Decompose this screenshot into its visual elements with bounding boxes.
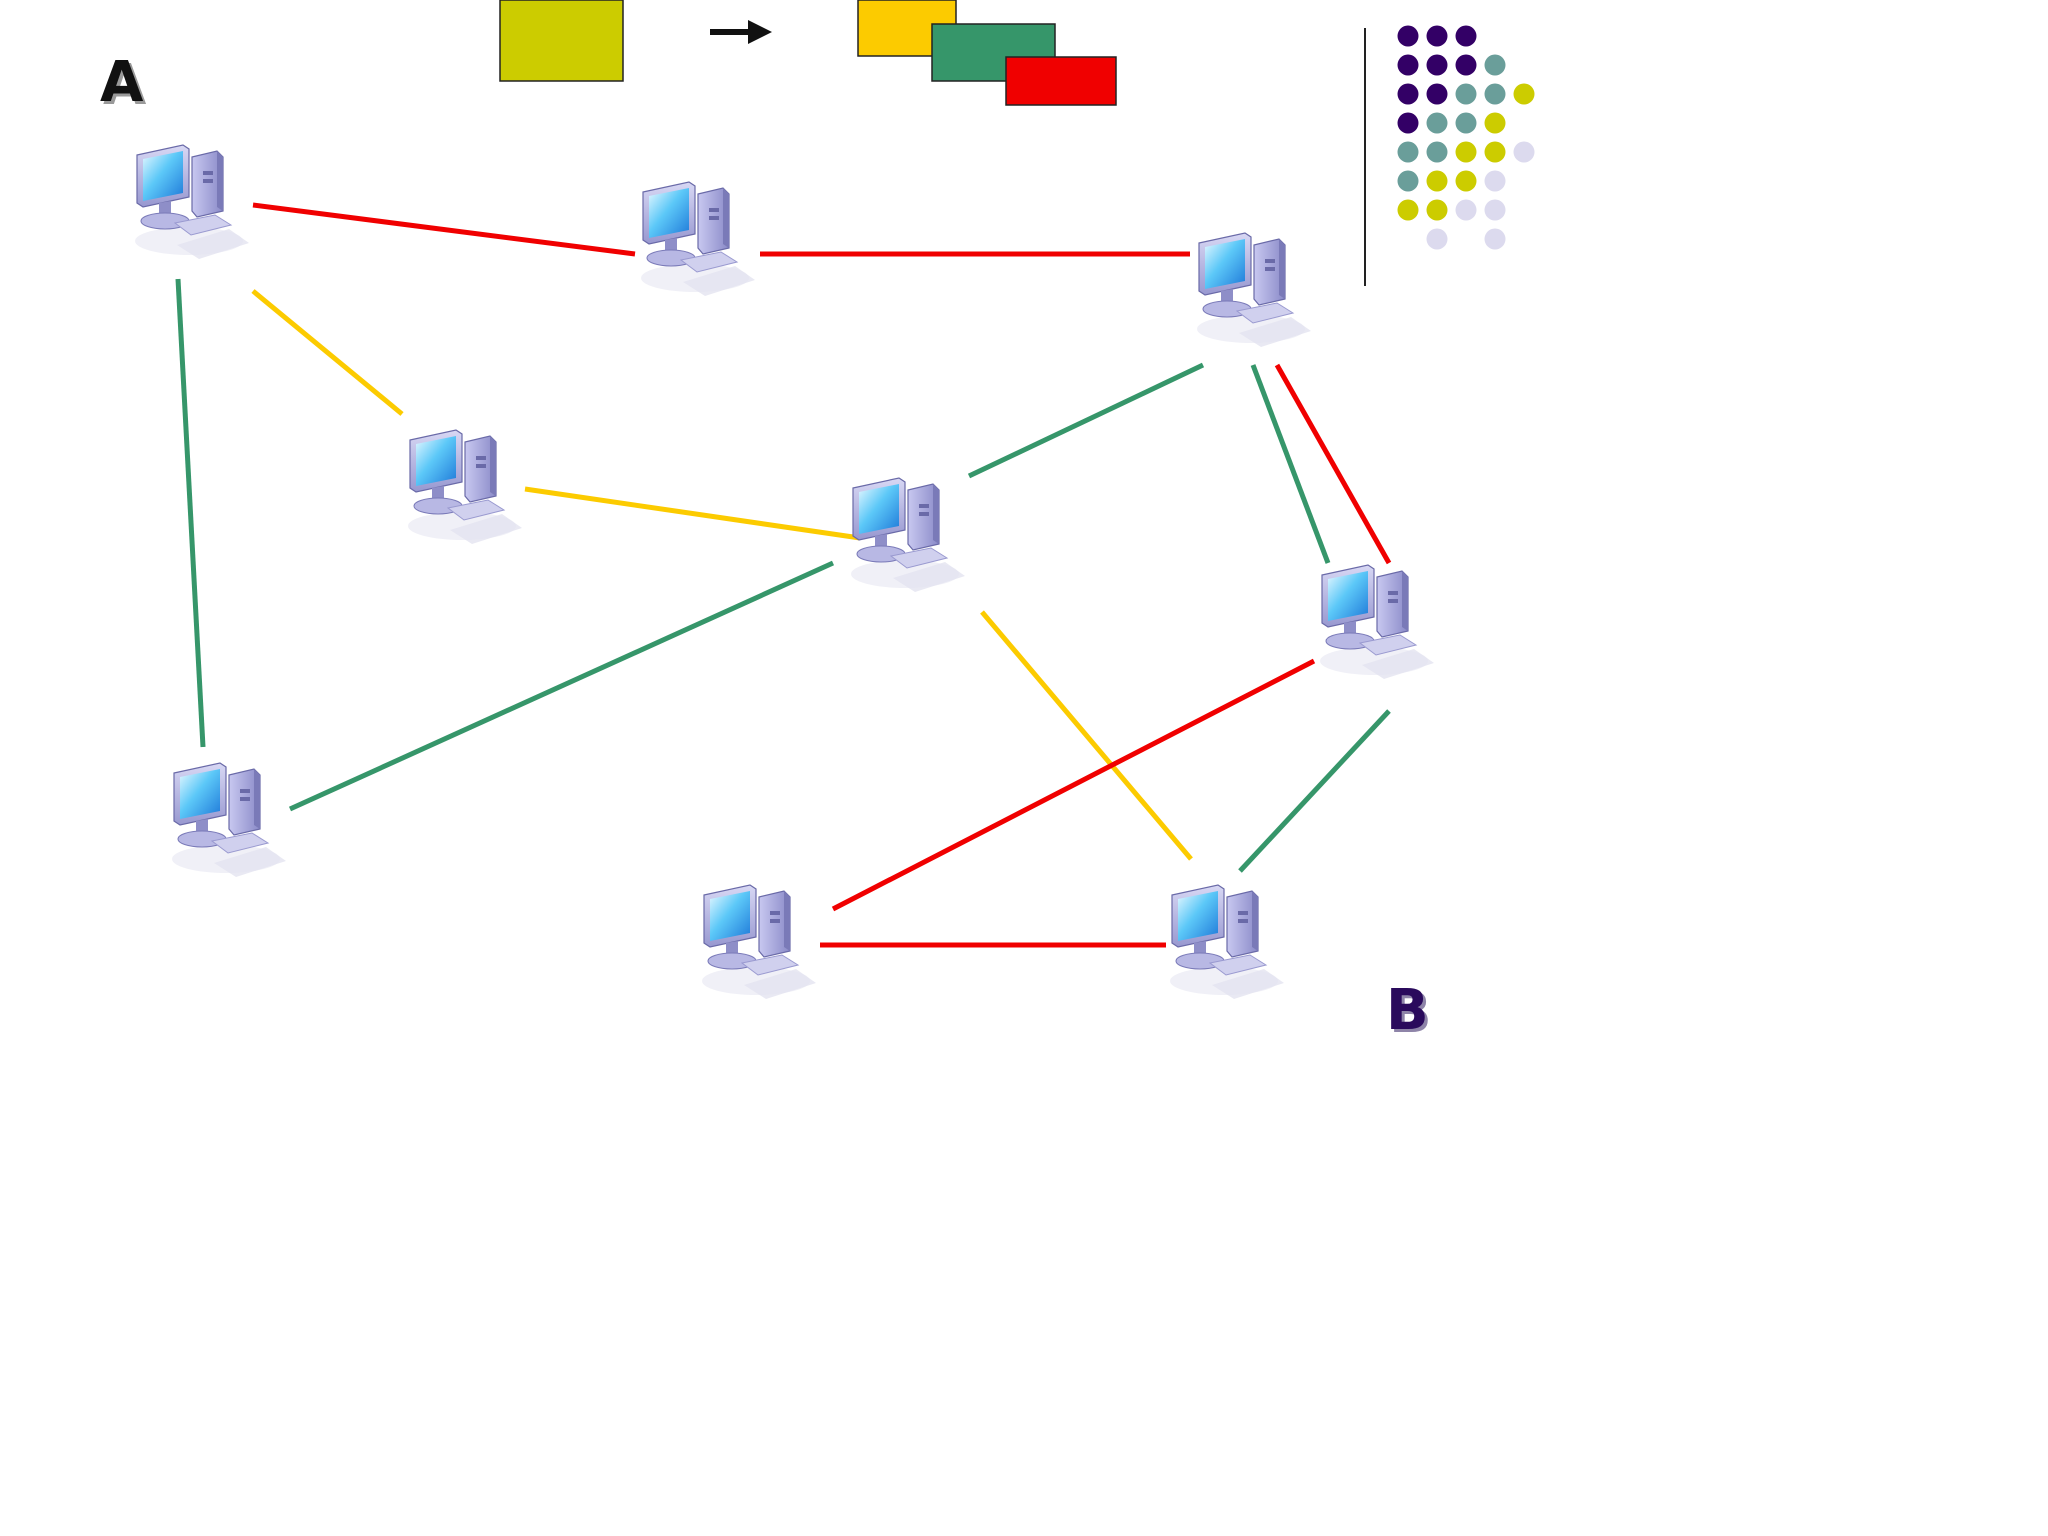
link-n5-B [980,610,1193,861]
network-links [175,202,1392,948]
grid-dot [1484,199,1506,221]
desktop-computer-icon[interactable] [640,181,756,297]
link-n6-B [1238,709,1391,873]
desktop-computer-icon[interactable] [407,429,523,545]
right-arrow-icon [710,20,772,44]
grid-dot [1484,228,1506,250]
grid-dot [1513,141,1535,163]
grid-dot [1426,199,1448,221]
grid-dot [1455,199,1477,221]
grid-dot [1455,112,1477,134]
grid-dot [1426,54,1448,76]
grid-dot [1484,170,1506,192]
grid-dot [1426,228,1448,250]
grid-dot [1426,141,1448,163]
grid-dot [1455,170,1477,192]
grid-dot [1426,170,1448,192]
grid-dot [1397,141,1419,163]
grid-dot [1426,25,1448,47]
node-label-end: B [1386,978,1429,1043]
grid-dot [1455,83,1477,105]
desktop-computer-icon[interactable] [850,477,966,593]
grid-dot [1397,83,1419,105]
link-n3-n5 [967,362,1205,479]
grid-dot [1397,25,1419,47]
network-diagram [134,0,1535,1000]
link-n6-n8 [831,658,1316,912]
dot-grid [1397,25,1535,250]
source-packet [499,0,624,82]
grid-dot [1484,54,1506,76]
grid-dot [1484,83,1506,105]
grid-dot [1397,54,1419,76]
fragment-3 [1005,56,1117,106]
link-A-n4 [251,289,404,416]
desktop-computer-icon[interactable] [1319,564,1435,680]
legend [499,0,1117,106]
link-A-n2 [252,202,636,257]
link-A-n7 [175,278,206,748]
link-n4-n5 [524,486,861,541]
grid-dot [1426,83,1448,105]
grid-dot [1397,170,1419,192]
link-n5-n7 [288,560,835,812]
desktop-computer-icon[interactable] [134,144,250,260]
grid-dot [1397,199,1419,221]
grid-dot [1426,112,1448,134]
grid-dot [1455,54,1477,76]
grid-dot [1484,141,1506,163]
node-label-start: A [100,50,144,115]
desktop-computer-icon[interactable] [1169,884,1285,1000]
grid-dot [1484,112,1506,134]
computers [134,144,1435,1000]
desktop-computer-icon[interactable] [1196,232,1312,348]
desktop-computer-icon[interactable] [701,884,817,1000]
link-n3-n6-green [1250,364,1331,564]
grid-dot [1455,25,1477,47]
grid-dot [1397,112,1419,134]
desktop-computer-icon[interactable] [171,762,287,878]
grid-dot [1455,141,1477,163]
grid-dot [1513,83,1535,105]
link-n3-n6-red [1274,363,1392,565]
